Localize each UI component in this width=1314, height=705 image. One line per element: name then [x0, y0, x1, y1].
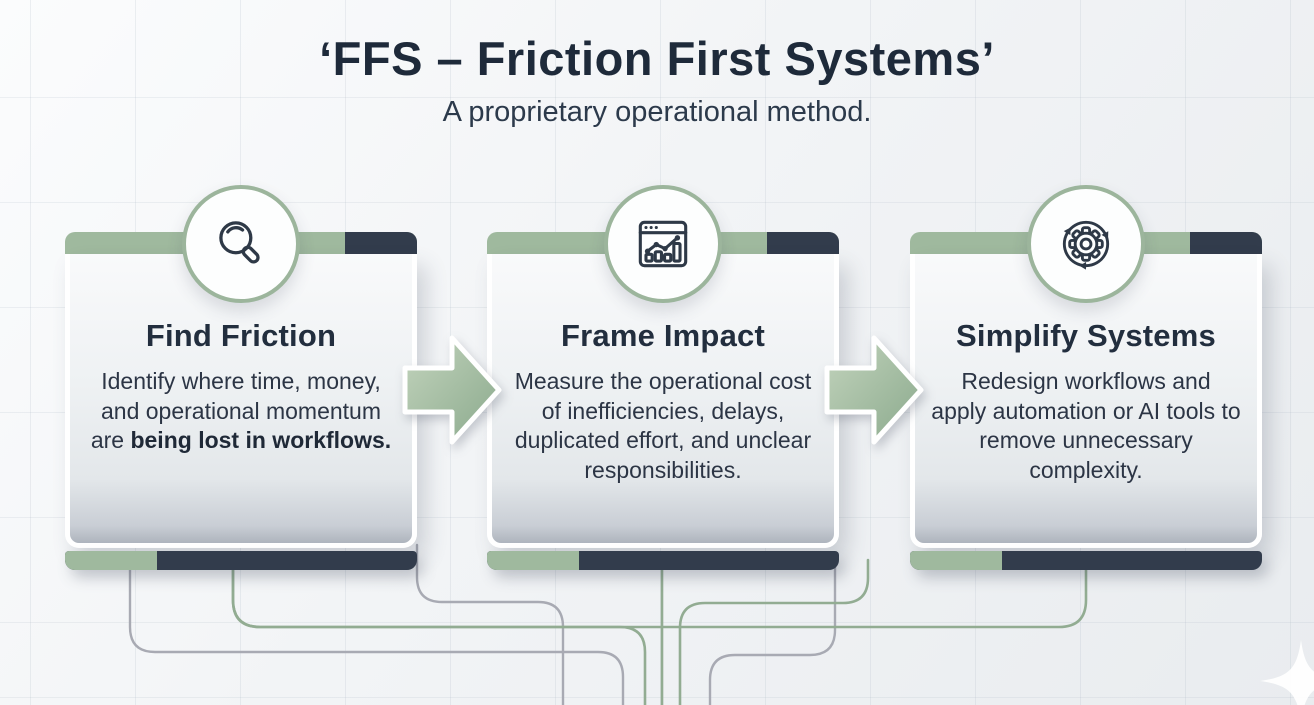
accent-green-segment [910, 551, 1002, 570]
card-bottom-accent-bar [65, 551, 417, 570]
page-title: ‘FFS – Friction First Systems’ [319, 32, 995, 85]
card-icon-badge [1027, 185, 1145, 303]
card-body: Simplify Systems Redesign workflows and … [910, 254, 1262, 548]
accent-green-segment [487, 551, 579, 570]
card-bottom-accent-bar [910, 551, 1262, 570]
step-card-frame-impact: Frame Impact Measure the operational cos… [487, 185, 839, 570]
card-bottom-accent-bar [487, 551, 839, 570]
card-title: Simplify Systems [956, 318, 1216, 353]
step-card-find-friction: Find Friction Identify where time, money… [65, 185, 417, 570]
card-icon-badge [182, 185, 300, 303]
card-title: Frame Impact [561, 318, 765, 353]
accent-navy-segment [345, 232, 417, 254]
flow-arrow-icon [402, 335, 502, 445]
sparkle-icon [1260, 640, 1314, 705]
process-cycle-icon [1062, 220, 1110, 270]
card-description: Identify where time, money, and operatio… [90, 368, 392, 453]
header: ‘FFS – Friction First Systems’ A proprie… [0, 0, 1314, 130]
card-icon-badge [604, 185, 722, 303]
page-subtitle: A proprietary operational method. [442, 96, 872, 128]
card-title: Find Friction [145, 318, 337, 353]
card-description: Redesign workflows and apply automation … [931, 368, 1241, 483]
flow-arrow-icon [824, 335, 924, 445]
accent-navy-segment [767, 232, 839, 254]
accent-navy-segment [1190, 232, 1262, 254]
accent-green-segment [65, 551, 157, 570]
card-description: Measure the operational cost of ineffici… [514, 368, 812, 483]
step-card-simplify-systems: Simplify Systems Redesign workflows and … [910, 185, 1262, 570]
chart-window-icon [638, 220, 688, 268]
magnifier-icon [219, 221, 260, 264]
